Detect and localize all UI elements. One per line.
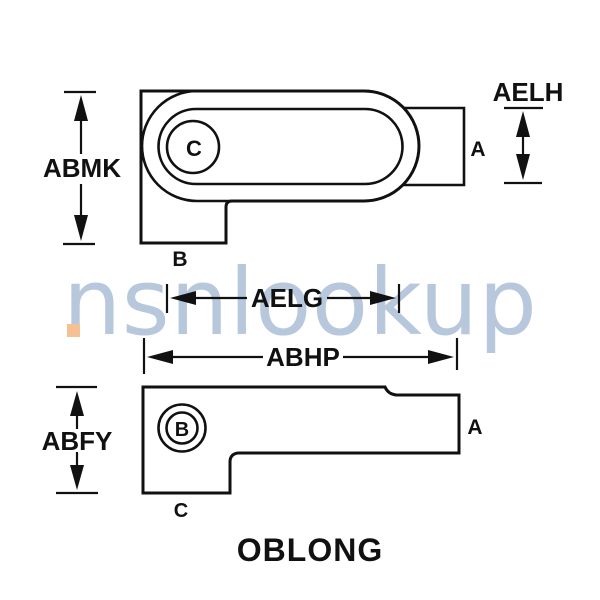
abhp-label: ABHP — [266, 342, 340, 372]
dimension-abmk: ABMK — [43, 90, 121, 246]
dimension-abhp: ABHP — [142, 338, 459, 374]
side-view-hole — [165, 411, 199, 445]
top-view-hole-label: C — [186, 136, 202, 161]
side-view-body-outline — [141, 385, 461, 495]
top-view-hub-label: A — [470, 138, 485, 161]
watermark-text: nsnlookup — [63, 249, 538, 356]
top-view-oblong-opening — [157, 107, 404, 186]
top-view-drawing: C A B — [139, 89, 486, 271]
aelh-up-arrowhead — [516, 111, 530, 137]
top-view-hole — [165, 119, 221, 175]
watermark-dot — [67, 324, 80, 337]
abfy-up-arrowhead — [70, 391, 84, 416]
abmk-down-arrowhead — [74, 215, 88, 241]
aelg-right-arrowhead — [370, 291, 396, 305]
abhp-right-arrowhead — [428, 350, 454, 364]
aelh-label: AELH — [493, 77, 564, 107]
side-view-hub-label: A — [467, 416, 482, 439]
top-view-hub-outline — [402, 106, 466, 187]
abfy-down-arrowhead — [70, 465, 84, 490]
top-view-foot-label: B — [172, 248, 187, 271]
top-view-left-round-edge — [140, 89, 233, 203]
side-view-hole-label: B — [175, 419, 189, 441]
side-view-drawing: B A C — [141, 385, 483, 522]
aelh-down-arrowhead — [516, 154, 530, 180]
dimension-abfy: ABFY — [42, 385, 113, 495]
figure-caption: OBLONG — [237, 532, 383, 568]
side-view-foot-label: C — [174, 500, 188, 522]
dimension-aelg: AELG — [165, 283, 401, 313]
dimension-aelh: AELH — [493, 77, 564, 185]
abhp-left-arrowhead — [147, 350, 173, 364]
aelg-left-arrowhead — [170, 291, 196, 305]
abmk-label: ABMK — [43, 153, 121, 183]
abmk-up-arrowhead — [74, 95, 88, 121]
aelg-label: AELG — [251, 283, 323, 313]
abfy-label: ABFY — [42, 426, 113, 456]
